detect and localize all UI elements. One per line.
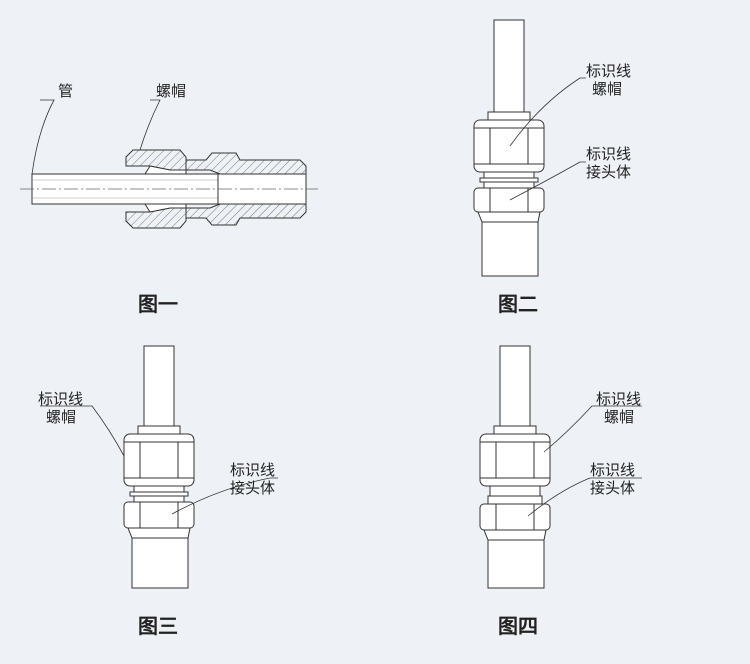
label-body: 接头体 xyxy=(230,479,276,497)
figure2-assembly xyxy=(473,19,586,277)
tube xyxy=(493,19,525,113)
figure1-caption: 图一 xyxy=(138,292,178,316)
figure4-caption: 图四 xyxy=(498,614,538,638)
label-body: 接头体 xyxy=(590,479,636,497)
body-hex xyxy=(479,503,551,531)
tube xyxy=(143,345,175,427)
tube xyxy=(499,345,531,427)
figure3-caption: 图三 xyxy=(138,614,178,638)
label-nut: 螺帽 xyxy=(604,408,635,426)
leader-nut xyxy=(139,99,161,151)
ferrule-upper xyxy=(144,165,187,175)
figure1-section-drawing xyxy=(20,99,318,229)
label-nut: 螺帽 xyxy=(46,408,77,426)
label-pipe: 管 xyxy=(58,82,74,100)
figure3-assembly xyxy=(40,345,278,589)
leader-nut xyxy=(509,77,586,147)
label-body: 接头体 xyxy=(586,163,632,181)
body-lower-section xyxy=(185,203,307,226)
leader-body xyxy=(509,161,586,201)
leader-pipe xyxy=(31,99,55,175)
label-mark-line-nut: 标识线 xyxy=(38,390,84,408)
body-tail xyxy=(131,537,189,589)
label-nut: 螺帽 xyxy=(592,80,623,98)
body-hex xyxy=(473,187,545,213)
body-tail xyxy=(481,221,539,277)
figure4-assembly xyxy=(479,345,642,589)
label-mark-line-body: 标识线 xyxy=(590,461,636,479)
body-upper-section xyxy=(185,152,307,175)
leader-body xyxy=(171,477,278,515)
body-hex xyxy=(123,501,195,529)
label-mark-line-body: 标识线 xyxy=(586,145,632,163)
leader-nut xyxy=(543,405,642,453)
leader-nut xyxy=(40,405,125,457)
label-mark-line-nut: 标识线 xyxy=(586,62,632,80)
ferrule-lower xyxy=(144,203,187,213)
label-nut: 螺帽 xyxy=(156,82,187,100)
label-mark-line-body: 标识线 xyxy=(230,461,276,479)
figure2-caption: 图二 xyxy=(498,292,538,316)
leader-body xyxy=(527,477,642,517)
body-tail xyxy=(487,539,545,589)
label-mark-line-nut: 标识线 xyxy=(596,390,642,408)
